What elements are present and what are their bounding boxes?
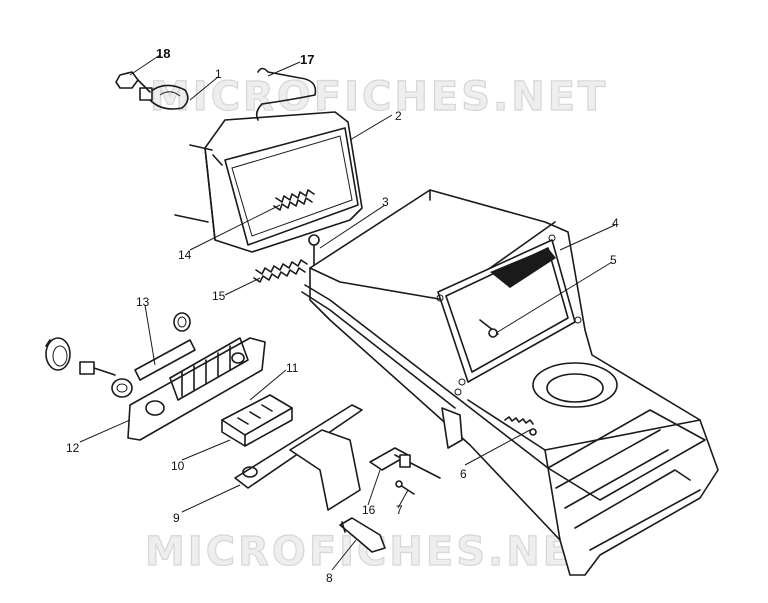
- ignition-key: [79, 361, 116, 376]
- adjust-spring-lower: [253, 259, 308, 283]
- toggle-switch: [369, 447, 441, 479]
- headlight-housing: [174, 111, 363, 253]
- indicator-bulb: [339, 517, 386, 553]
- callout-6: 6: [460, 467, 467, 481]
- bulb-socket: [115, 71, 151, 93]
- callout-12: 12: [66, 441, 80, 455]
- callout-18: 18: [156, 46, 170, 61]
- callout-7: 7: [396, 503, 403, 517]
- switch-screw: [395, 480, 415, 495]
- ignition-cap: [45, 337, 71, 371]
- grommet: [173, 312, 191, 332]
- switch-bracket: [127, 337, 266, 441]
- ignition-nut: [111, 378, 133, 398]
- callout-17: 17: [300, 52, 314, 67]
- callout-1: 1: [215, 67, 222, 81]
- callout-2: 2: [395, 109, 402, 123]
- callout-4: 4: [612, 216, 619, 230]
- adjust-spring-upper: [273, 189, 315, 211]
- callout-8: 8: [326, 571, 333, 585]
- leader-lines: [79, 54, 616, 571]
- rear-bracket: [234, 404, 363, 511]
- callout-13: 13: [136, 295, 150, 309]
- callout-9: 9: [173, 511, 180, 525]
- hood-shell: [301, 189, 719, 576]
- mount-screw: [504, 416, 537, 436]
- switch-block: [221, 394, 293, 447]
- callout-3: 3: [382, 195, 389, 209]
- label-plate: [134, 339, 196, 381]
- callout-15: 15: [212, 289, 226, 303]
- watermark-top: MICROFICHES.NET: [150, 74, 608, 120]
- callout-10: 10: [171, 459, 185, 473]
- screw: [308, 234, 320, 269]
- callout-5: 5: [610, 253, 617, 267]
- callout-16: 16: [362, 503, 376, 517]
- callout-11: 11: [286, 361, 299, 375]
- wire-harness: [255, 67, 317, 121]
- callout-14: 14: [178, 248, 192, 262]
- window-screw: [479, 319, 499, 338]
